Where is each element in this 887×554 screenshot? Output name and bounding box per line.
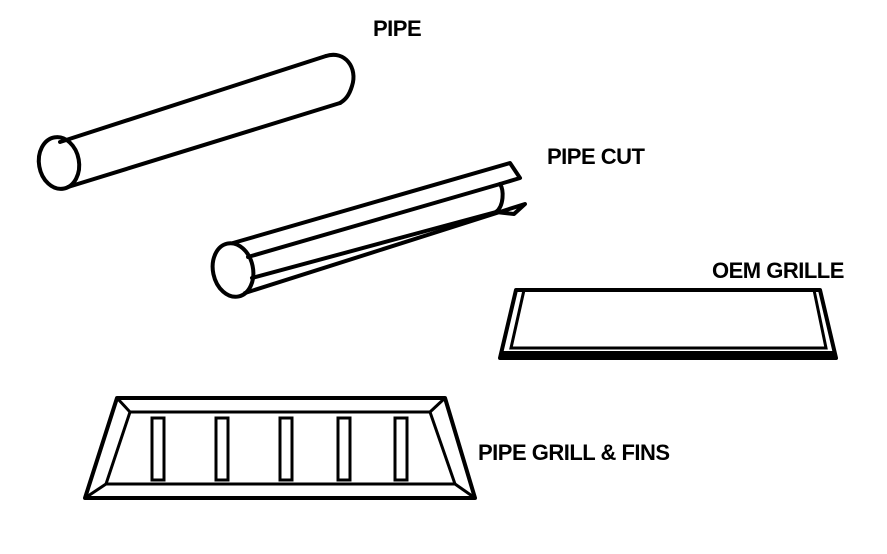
pipe-cut-drawing (210, 161, 527, 299)
fin-4 (336, 416, 352, 482)
oem-grille-label: OEM GRILLE (712, 258, 844, 283)
pipe-grill-fins-drawing (83, 396, 477, 500)
fin-1 (150, 416, 166, 482)
fin-5 (393, 416, 409, 482)
fin-3 (278, 416, 294, 482)
pipe-grill-fins-label: PIPE GRILL & FINS (478, 440, 670, 465)
fin-2 (214, 416, 230, 482)
grill-fins (150, 416, 409, 482)
pipe-label: PIPE (373, 16, 421, 41)
pipe-drawing (36, 52, 356, 191)
oem-grille-drawing (498, 288, 838, 360)
pipe-cut-label: PIPE CUT (547, 144, 646, 169)
